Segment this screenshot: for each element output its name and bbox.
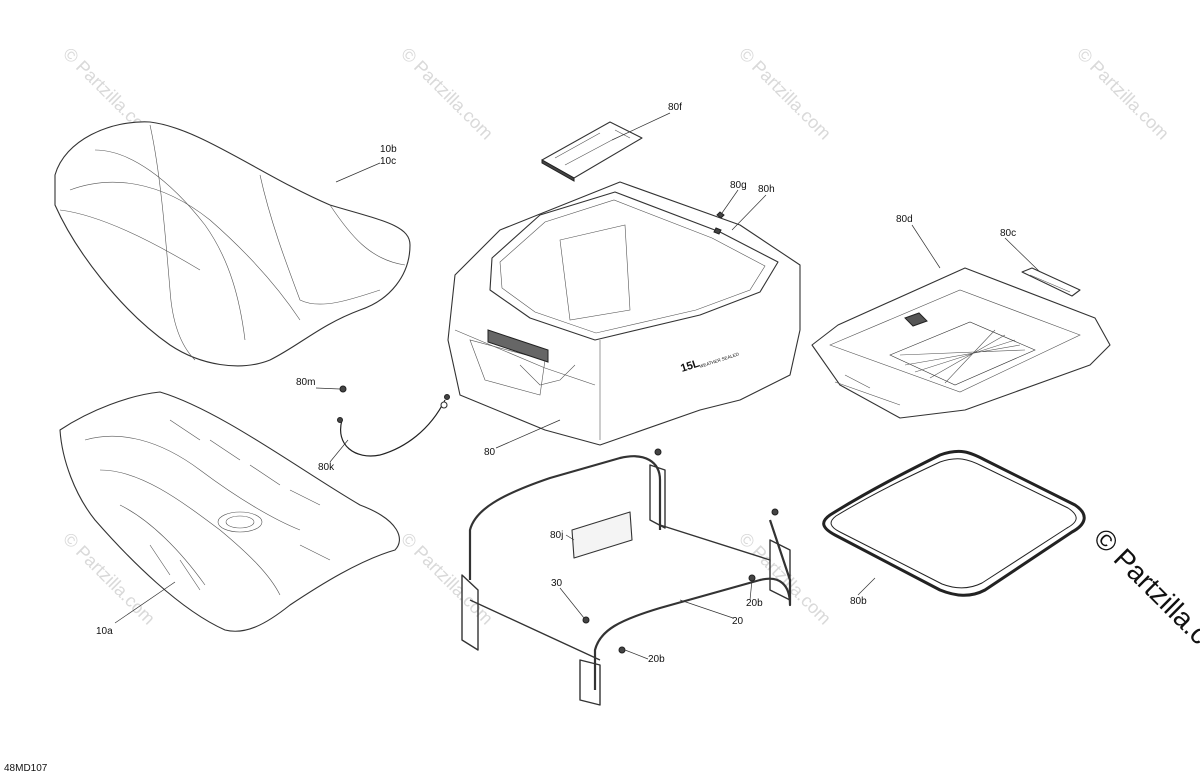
- callout-20b-lower: 20b: [648, 654, 665, 665]
- storage-box: 15L WEATHER SEALED: [447, 181, 801, 446]
- lid-clip: [1021, 267, 1081, 297]
- callout-80c: 80c: [1000, 228, 1016, 239]
- bolt: [654, 448, 662, 456]
- seat-base: [59, 391, 400, 632]
- watermark-large: © Partzilla.com: [1088, 522, 1200, 677]
- callout-80j: 80j: [550, 530, 563, 541]
- box-size-marking: 15L: [679, 357, 701, 374]
- bracket-frame: [461, 455, 792, 706]
- watermark: © Partzilla.com: [397, 44, 497, 144]
- cable: [340, 399, 446, 457]
- callout-80k: 80k: [318, 462, 335, 473]
- callout-80g: 80g: [730, 180, 747, 191]
- bolt: [771, 508, 779, 516]
- bracket-fasteners: [582, 448, 779, 654]
- figure-id: 48MD107: [4, 763, 48, 774]
- callout-80d: 80d: [896, 214, 913, 225]
- fastener: [337, 417, 343, 423]
- screw: [716, 211, 725, 219]
- watermark: © Partzilla.com: [735, 44, 835, 144]
- seal-ring: [822, 449, 1086, 597]
- callout-80m: 80m: [296, 377, 315, 388]
- callout-10c: 10c: [380, 156, 396, 167]
- bolt: [582, 616, 590, 624]
- callout-80h: 80h: [758, 184, 775, 195]
- lid-panel: [811, 267, 1111, 419]
- fastener: [444, 394, 450, 400]
- callout-80f: 80f: [668, 102, 682, 113]
- seat-cushion: [54, 121, 411, 367]
- fastener: [440, 401, 448, 409]
- callout-30: 30: [551, 578, 563, 589]
- latch-plate: [541, 121, 643, 182]
- leader-lines: [114, 112, 1041, 660]
- box-fasteners: [713, 211, 725, 235]
- watermark: © Partzilla.com: [397, 529, 497, 629]
- cable-assembly: [337, 385, 450, 457]
- callout-labels: 10b 10c 10a 80f 80g 80h 80d 80c 80m 80k …: [96, 102, 1016, 665]
- watermark: © Partzilla.com: [1073, 44, 1173, 144]
- callout-20: 20: [732, 616, 744, 627]
- callout-10a: 10a: [96, 626, 113, 637]
- bolt: [618, 646, 626, 654]
- warning-label: [571, 511, 633, 559]
- callout-10b: 10b: [380, 144, 397, 155]
- callout-80: 80: [484, 447, 496, 458]
- callout-80b: 80b: [850, 596, 867, 607]
- fastener: [339, 385, 347, 393]
- screw: [713, 227, 722, 235]
- callout-20b-upper: 20b: [746, 598, 763, 609]
